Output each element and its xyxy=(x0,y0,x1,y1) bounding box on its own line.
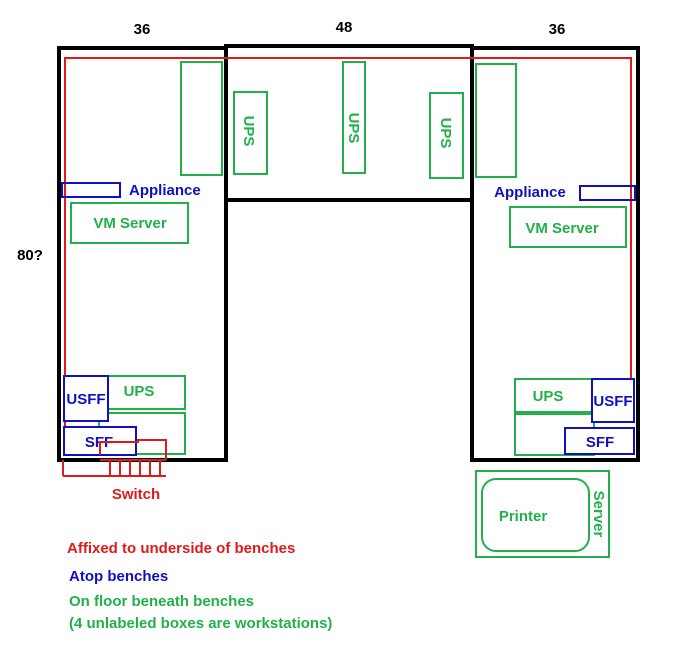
left-bench-width-label: 36 xyxy=(134,21,151,38)
ups-center-left xyxy=(233,91,268,175)
ups-center-left-label: UPS xyxy=(240,116,257,147)
ups-center-middle-label: UPS xyxy=(345,113,362,144)
server-box xyxy=(475,470,610,558)
legend-green: On floor beneath benches xyxy=(69,593,254,610)
switch-body xyxy=(99,439,167,460)
switch-label: Switch xyxy=(112,486,160,503)
sff-right-label: SFF xyxy=(586,434,614,451)
underside-power-line xyxy=(64,57,632,440)
usff-left-label: USFF xyxy=(66,391,105,408)
appliance-left-label: Appliance xyxy=(129,182,201,199)
ups-left-label: UPS xyxy=(124,383,155,400)
workstation-left xyxy=(180,61,223,176)
legend-blue: Atop benches xyxy=(69,568,168,585)
server-label: Server xyxy=(590,491,607,538)
usff-right-label: USFF xyxy=(593,393,632,410)
vm-server-right-label: VM Server xyxy=(525,220,599,237)
printer-box xyxy=(481,478,590,552)
bench-depth-label: 80? xyxy=(17,247,43,264)
switch-ports xyxy=(109,460,161,476)
vm-server-left-label: VM Server xyxy=(93,215,167,232)
appliance-left xyxy=(61,182,121,198)
usff-left xyxy=(63,375,109,422)
printer-label: Printer xyxy=(499,508,548,525)
ups-center-right-label: UPS xyxy=(437,118,454,149)
center-bench-width-label: 48 xyxy=(336,19,353,36)
legend-red: Affixed to underside of benches xyxy=(67,540,295,557)
usff-right xyxy=(591,378,635,423)
right-bench-width-label: 36 xyxy=(549,21,566,38)
right-bench xyxy=(470,46,640,462)
sff-right xyxy=(564,427,635,455)
ups-center-middle xyxy=(342,61,366,174)
legend-note: (4 unlabeled boxes are workstations) xyxy=(69,615,332,632)
ups-right-label: UPS xyxy=(533,388,564,405)
appliance-right-label: Appliance xyxy=(494,184,566,201)
vm-server-left xyxy=(70,202,189,244)
vm-server-right xyxy=(509,206,627,248)
ups-center-right xyxy=(429,92,464,179)
appliance-right xyxy=(579,185,636,201)
workstation-right xyxy=(475,63,517,178)
